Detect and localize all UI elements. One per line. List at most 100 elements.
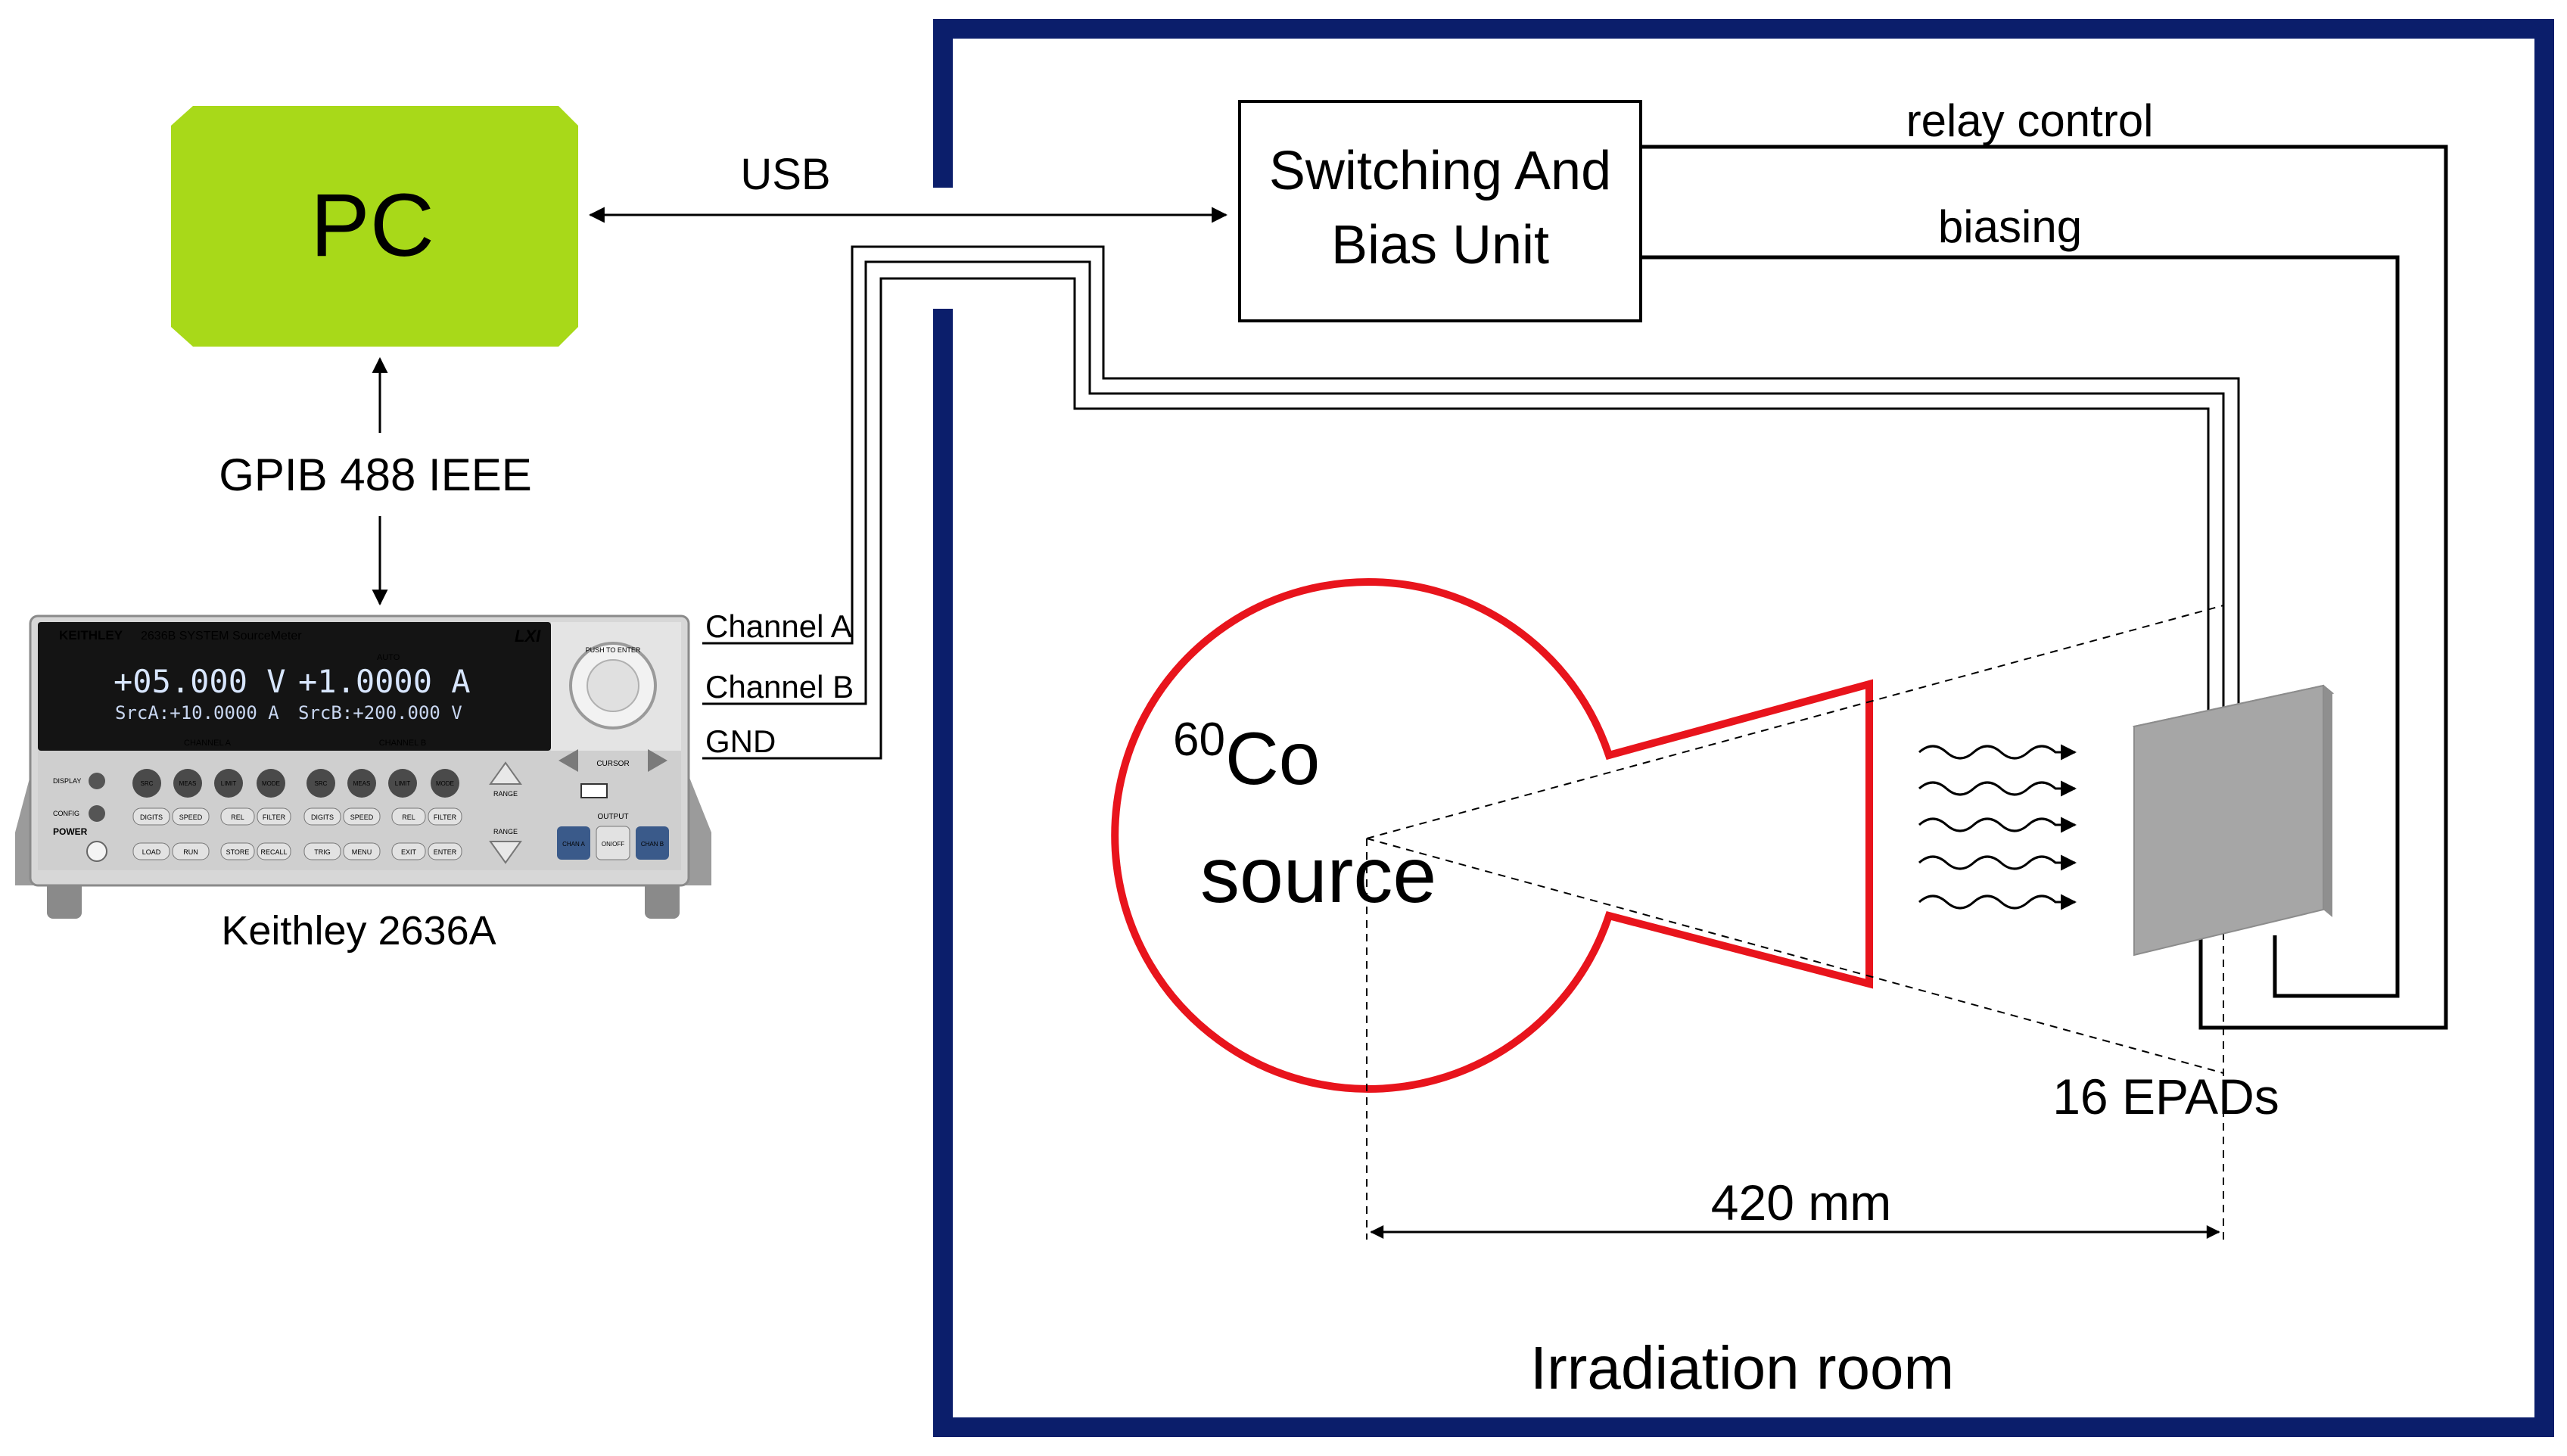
channel-a-cable (702, 245, 2240, 740)
key-label: ENTER (434, 848, 457, 856)
key-label: REL (402, 814, 415, 821)
config-key[interactable] (89, 805, 105, 822)
cursor-label: CURSOR (596, 760, 629, 768)
key-speed-b[interactable] (343, 807, 381, 826)
switching-bias-unit: Switching And Bias Unit (1238, 100, 1642, 322)
key-label: FILTER (263, 814, 286, 821)
key-store[interactable] (220, 842, 255, 860)
key-label: MEAS (179, 780, 197, 787)
channel-a-header: CHANNEL A (184, 739, 232, 748)
display-sub-b: SrcB:+200.000 V (298, 702, 462, 723)
key-recall[interactable] (257, 842, 291, 860)
key-speed-a[interactable] (172, 807, 210, 826)
key-trig[interactable] (303, 842, 341, 860)
isotope-element: Co (1225, 717, 1320, 800)
key-exit[interactable] (391, 842, 426, 860)
bottom-keys: LOAD RUN STORE RECALL TRIG MENU EXIT ENT… (132, 842, 462, 860)
range-down-key[interactable] (489, 841, 522, 864)
usb-port[interactable] (580, 783, 608, 798)
output-label: OUTPUT (597, 813, 628, 821)
key-rel-a[interactable] (220, 807, 255, 826)
key-src-a[interactable] (132, 769, 161, 798)
power-label: POWER (53, 826, 88, 837)
switch-unit-line1: Switching And (1269, 141, 1611, 201)
detector-face (2133, 684, 2324, 957)
key-digits-a[interactable] (132, 807, 170, 826)
key-digits-b[interactable] (303, 807, 341, 826)
key-label: DIGITS (140, 814, 163, 821)
instrument-auto: AUTO (377, 653, 400, 662)
range-label-top: RANGE (493, 790, 518, 798)
knob-label: PUSH TO ENTER (586, 646, 641, 654)
key-meas-b[interactable] (347, 769, 376, 798)
cobalt-source: 60Co source (1111, 578, 1873, 1093)
mid-keys: DIGITS SPEED REL FILTER DIGITS SPEED REL… (132, 807, 462, 826)
key-label: RECALL (260, 848, 287, 856)
key-label: SPEED (350, 814, 374, 821)
detector-label: 16 EPADs (2052, 1069, 2279, 1125)
key-label: LIMIT (395, 780, 411, 787)
key-label: SRC (315, 780, 328, 787)
channel-b-header: CHANNEL B (379, 739, 427, 748)
key-mode-b[interactable] (431, 769, 459, 798)
key-enter[interactable] (428, 842, 462, 860)
key-mode-a[interactable] (257, 769, 285, 798)
key-label: SRC (141, 780, 154, 787)
usb-link: USB (588, 150, 1228, 223)
key-label: REL (231, 814, 244, 821)
instrument-model: 2636B SYSTEM SourceMeter (141, 630, 302, 642)
key-load[interactable] (132, 842, 170, 860)
key-src-b[interactable] (306, 769, 335, 798)
key-filter-a[interactable] (257, 807, 291, 826)
chan-a-output-key[interactable] (557, 826, 590, 860)
room-label: Irradiation room (1530, 1334, 1954, 1402)
range-label-bottom: RANGE (493, 828, 518, 835)
key-label: EXIT (401, 848, 417, 856)
key-label: FILTER (434, 814, 457, 821)
isotope-mass: 60 (1173, 714, 1225, 766)
instrument-caption: Keithley 2636A (221, 908, 496, 954)
display-main-b: +1.0000 A (298, 663, 471, 700)
chan-a-label: CHAN A (562, 841, 585, 848)
chan-b-output-key[interactable] (636, 826, 669, 860)
key-label: MODE (262, 780, 280, 787)
relay-biasing-wires (1641, 145, 2448, 1030)
pc-box: PC (171, 106, 578, 347)
key-label: DIGITS (311, 814, 334, 821)
key-limit-a[interactable] (214, 769, 243, 798)
top-keys: SRC MEAS LIMIT MODE SRC MEAS LIMIT MODE (132, 769, 459, 798)
display-main-a: +05.000 V (114, 663, 286, 700)
cursor-right-key[interactable] (648, 749, 667, 772)
key-meas-a[interactable] (173, 769, 202, 798)
key-filter-b[interactable] (428, 807, 462, 826)
cursor-left-key[interactable] (559, 749, 578, 772)
radiation-waves (1918, 744, 2077, 910)
key-rel-b[interactable] (391, 807, 426, 826)
key-limit-b[interactable] (388, 769, 417, 798)
display-key[interactable] (89, 773, 105, 789)
biasing-label: biasing (1938, 201, 2082, 252)
relay-control-label: relay control (1906, 95, 2154, 146)
source-isotope: 60Co (1173, 714, 1320, 800)
on-off-label: ON/OFF (602, 841, 624, 848)
pc-shape (171, 106, 578, 347)
key-label: LOAD (142, 848, 161, 856)
switch-unit-line2: Bias Unit (1331, 215, 1549, 275)
room-wall (933, 19, 2554, 1437)
chan-b-label: CHAN B (641, 841, 664, 848)
key-menu[interactable] (343, 842, 381, 860)
key-label: RUN (183, 848, 198, 856)
detector-plate: 16 EPADs (2052, 684, 2335, 1125)
key-label: MODE (436, 780, 454, 787)
key-label: TRIG (314, 848, 331, 856)
power-switch[interactable] (86, 841, 107, 862)
gpib-label: GPIB 488 IEEE (219, 450, 532, 500)
instrument-cables (702, 245, 2240, 760)
range-up-key[interactable] (489, 761, 522, 785)
on-off-key[interactable] (596, 826, 630, 860)
key-run[interactable] (172, 842, 210, 860)
display-key-label: DISPLAY (53, 777, 81, 785)
config-key-label: CONFIG (53, 810, 79, 817)
gnd-label: GND (705, 723, 776, 759)
